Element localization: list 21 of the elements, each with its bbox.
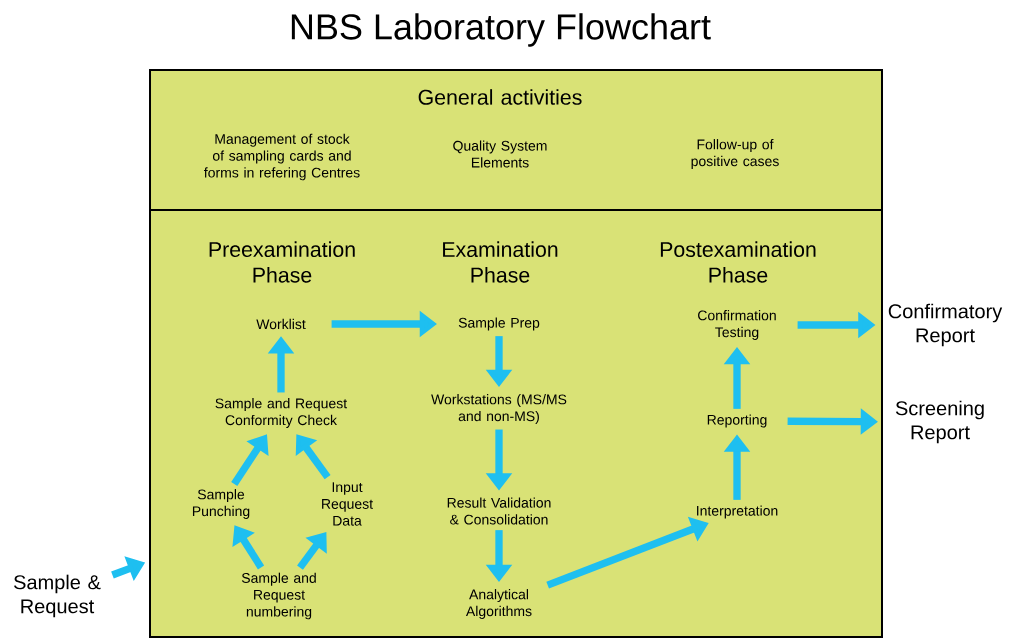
title: NBS Laboratory Flowchart [291,13,711,47]
step-label: Reporting [707,414,767,428]
outcome-label: Screening Report [895,400,984,444]
step-label: Input Request Data [322,482,373,526]
step-label: Workstations (MS/MS and non-MS) [431,394,567,424]
phase-panel: General activities Management of stock of sampling cards and forms in refering Centres Quality System Elements Follow-up of positive cases [149,69,883,211]
outcome-label: Confirmatory Report [888,303,1003,347]
step-label: Sample and Request numbering [241,572,316,620]
step-label: Result Validation & Consolidation [447,497,551,525]
arrow [295,434,331,480]
node-label: Examination Phase [443,241,558,283]
outcome-label: Sample & Request [14,574,101,618]
step-label: Interpretation [697,505,778,519]
node-label: Postexamination Phase [660,241,816,283]
step-label: Confirmation Testing [698,310,776,340]
step-label: Sample and Request Conformity Check [215,398,347,428]
step-label: Sample Prep [458,317,540,331]
node-label: Preexamination Phase [209,241,355,283]
step-label: Worklist [256,318,306,330]
step-label: Analytical Algorithms [465,589,532,619]
step-label: Sample Punching [192,489,250,519]
